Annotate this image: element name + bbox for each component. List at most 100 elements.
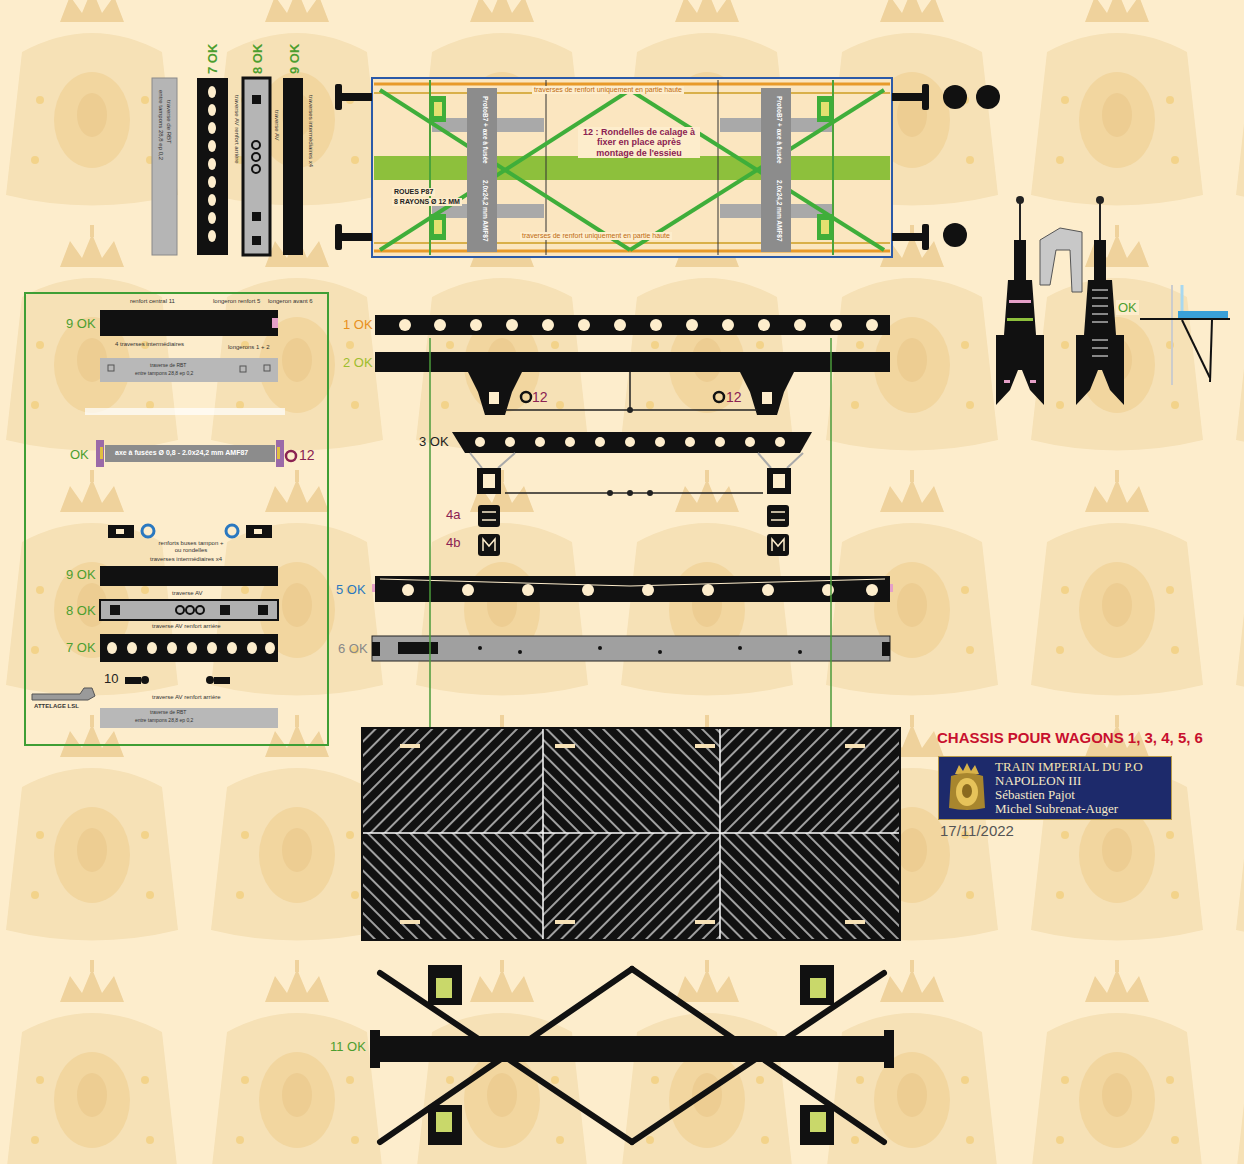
top-view xyxy=(380,90,884,250)
green-panel xyxy=(272,318,278,328)
side-views xyxy=(882,642,890,656)
side-views xyxy=(758,453,771,468)
side-views xyxy=(478,505,789,556)
top-view xyxy=(342,93,372,101)
bracing-11 xyxy=(810,1112,826,1132)
top-left-parts xyxy=(208,212,216,224)
green-panel xyxy=(246,525,272,538)
green-panel xyxy=(100,600,278,620)
green-panel xyxy=(127,642,137,654)
side-views xyxy=(483,539,495,551)
ok-mark: 8 OK xyxy=(250,44,265,74)
floor-planks xyxy=(845,920,865,924)
side-views xyxy=(866,319,878,331)
side-views xyxy=(787,453,803,468)
green-panel xyxy=(25,293,328,745)
side-views xyxy=(482,519,496,521)
green-panel xyxy=(125,677,141,684)
top-left-parts xyxy=(243,78,270,255)
emblem xyxy=(947,762,987,812)
side-views xyxy=(372,315,893,728)
ok-mark: 7 OK xyxy=(66,640,96,655)
side-views xyxy=(794,319,806,331)
buffer-details xyxy=(1092,322,1108,323)
side-views xyxy=(625,437,635,447)
side-views xyxy=(470,453,482,468)
axle-label: ProtoB7 + axe à fusée xyxy=(776,96,784,164)
green-panel xyxy=(176,606,184,614)
buffer-details xyxy=(1040,228,1082,292)
part-label: traverse AV xyxy=(273,110,280,141)
side-views xyxy=(434,319,446,331)
top-view xyxy=(817,214,833,240)
side-views xyxy=(483,474,785,488)
side-views xyxy=(771,519,785,521)
buffer-details xyxy=(996,196,1230,405)
side-views xyxy=(468,372,522,415)
bracing-11 xyxy=(436,978,826,1132)
top-left-parts xyxy=(208,86,216,98)
green-panel xyxy=(196,606,204,614)
part-label: traverses intermédiaires x4 xyxy=(150,556,222,563)
green-panel xyxy=(108,525,134,538)
bracing-11 xyxy=(428,1105,462,1145)
buffer-details xyxy=(1171,285,1173,385)
side-views xyxy=(798,650,802,654)
green-panel xyxy=(254,529,262,534)
top-left-parts xyxy=(252,95,261,245)
side-views xyxy=(505,437,515,447)
callout-number: 4b xyxy=(446,535,460,550)
bracing-11 xyxy=(810,978,826,998)
bracing-11 xyxy=(436,978,452,998)
buffer-details xyxy=(1092,298,1108,299)
side-views xyxy=(477,468,791,494)
side-views xyxy=(375,352,890,372)
side-views xyxy=(714,392,724,402)
bracing-11 xyxy=(800,965,834,1005)
top-left-parts xyxy=(252,236,261,245)
part-label: longeron avant 6 xyxy=(268,298,313,305)
side-views xyxy=(478,646,482,650)
wheel-label: 8 RAYONS Ø 12 MM xyxy=(392,198,462,206)
green-panel xyxy=(264,365,270,371)
date-label: 17/11/2022 xyxy=(940,822,1014,839)
ok-mark: 9 OK xyxy=(287,44,302,74)
side-views xyxy=(518,650,522,654)
side-views xyxy=(762,584,774,596)
bracing-11 xyxy=(428,965,462,1005)
top-view xyxy=(434,102,442,116)
buffer-details xyxy=(1140,318,1230,320)
green-panel xyxy=(85,408,285,415)
side-views xyxy=(647,490,653,496)
floor-planks xyxy=(362,728,900,940)
side-views xyxy=(722,319,734,331)
buffer-details xyxy=(1014,240,1026,280)
side-views xyxy=(372,636,890,661)
green-panel xyxy=(167,642,177,654)
top-view xyxy=(372,78,892,257)
green-panel xyxy=(277,447,280,459)
side-views xyxy=(470,319,482,331)
floor-planks xyxy=(362,728,900,940)
green-panel xyxy=(100,634,278,662)
side-views xyxy=(598,646,602,650)
top-view xyxy=(546,80,547,255)
side-views xyxy=(772,539,784,551)
top-view xyxy=(434,220,442,234)
wheel-label: ROUES P87 xyxy=(392,188,435,196)
floor-planks xyxy=(400,920,420,924)
green-panel xyxy=(214,677,230,684)
green-panel xyxy=(176,606,204,614)
top-left-parts xyxy=(252,165,260,173)
top-view xyxy=(943,85,967,109)
buffer-details xyxy=(1092,306,1108,307)
side-views xyxy=(372,642,890,656)
floor-planks xyxy=(543,833,720,940)
top-view xyxy=(374,242,890,244)
buffer-details xyxy=(1009,300,1031,303)
top-view xyxy=(821,220,829,234)
top-view xyxy=(342,233,372,241)
callout-number: 4a xyxy=(446,507,460,522)
green-panel xyxy=(100,310,278,336)
title-plate: TRAIN IMPERIAL DU P.ONAPOLEON IIISébasti… xyxy=(938,756,1172,820)
